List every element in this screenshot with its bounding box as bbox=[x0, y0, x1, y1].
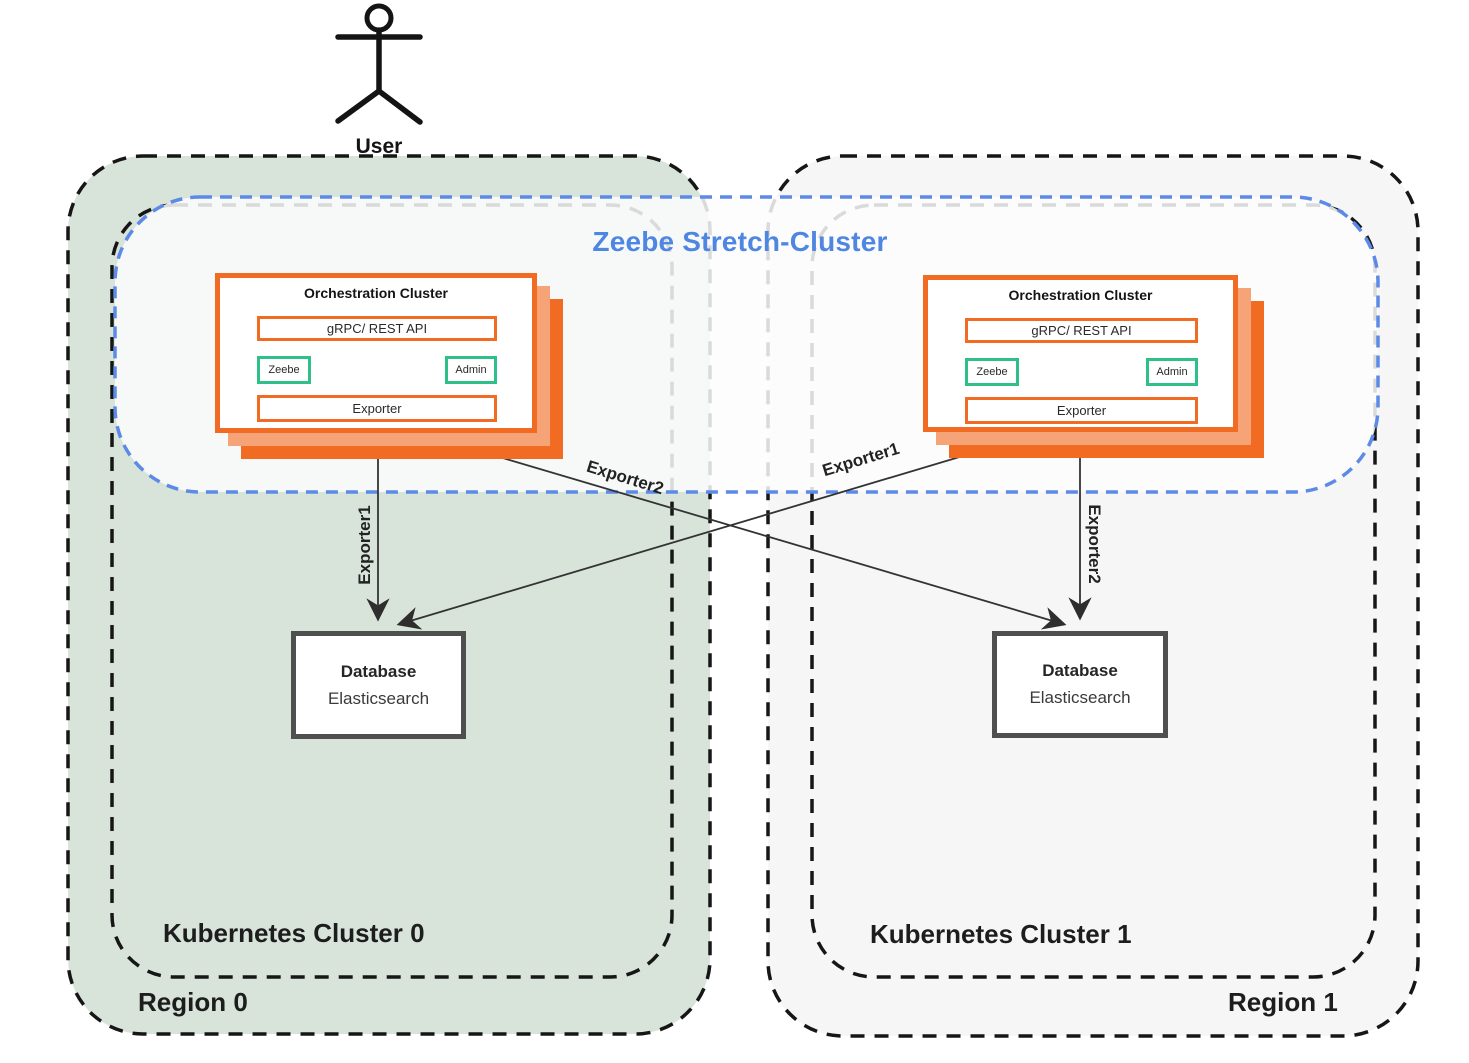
edge-label-exporter1-left: Exporter1 bbox=[355, 505, 374, 585]
user-actor-icon bbox=[335, 3, 423, 125]
admin-box: Admin bbox=[445, 356, 497, 384]
grpc-rest-api-box: gRPC/ REST API bbox=[965, 318, 1198, 343]
orchestration-cluster-1: Orchestration Cluster gRPC/ REST API Zee… bbox=[923, 275, 1264, 458]
orchestration-cluster-title: Orchestration Cluster bbox=[1008, 287, 1153, 303]
database-engine: Elasticsearch bbox=[327, 688, 430, 708]
orchestration-cluster-0-box: Orchestration Cluster gRPC/ REST API Zee… bbox=[215, 273, 537, 433]
kubernetes-cluster-1-label: Kubernetes Cluster 1 bbox=[870, 919, 1132, 949]
exporter-box: Exporter bbox=[257, 395, 497, 422]
database-engine: Elasticsearch bbox=[1029, 688, 1131, 707]
orchestration-cluster-title: Orchestration Cluster bbox=[304, 285, 448, 301]
orchestration-cluster-1-box: Orchestration Cluster gRPC/ REST API Zee… bbox=[923, 275, 1238, 432]
edge-label-exporter2-right: Exporter2 bbox=[1085, 504, 1104, 584]
grpc-rest-api-box: gRPC/ REST API bbox=[257, 316, 497, 341]
database-title: Database bbox=[340, 661, 417, 681]
region-0-label: Region 0 bbox=[138, 987, 248, 1017]
database-node-0: Database Elasticsearch bbox=[291, 631, 466, 739]
database-title: Database bbox=[1042, 661, 1118, 680]
exporter-box: Exporter bbox=[965, 397, 1198, 424]
user-label: User bbox=[355, 135, 403, 158]
region-1-label: Region 1 bbox=[1228, 987, 1338, 1017]
kubernetes-cluster-0-label: Kubernetes Cluster 0 bbox=[163, 918, 425, 948]
stretch-cluster-title: Zeebe Stretch-Cluster bbox=[592, 226, 888, 257]
database-node-1: Database Elasticsearch bbox=[992, 631, 1168, 738]
admin-box: Admin bbox=[1146, 358, 1198, 386]
zeebe-box: Zeebe bbox=[257, 356, 311, 384]
orchestration-cluster-0: Orchestration Cluster gRPC/ REST API Zee… bbox=[215, 273, 563, 459]
zeebe-box: Zeebe bbox=[965, 358, 1019, 386]
